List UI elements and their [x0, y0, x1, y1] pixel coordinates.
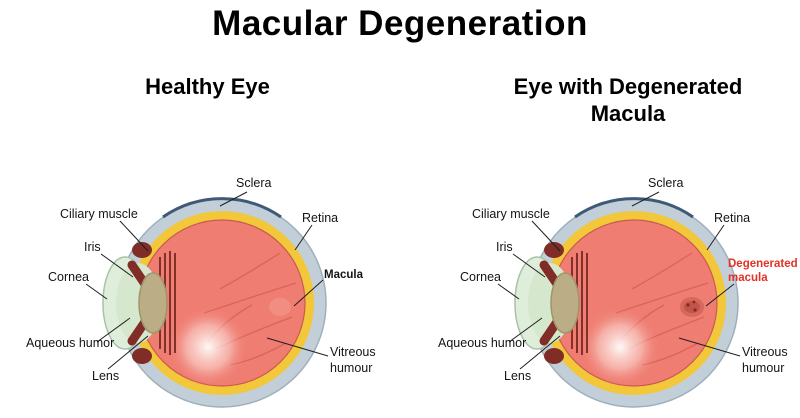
- degenerated-label-vitreous-humour: Vitreous humour: [742, 345, 788, 375]
- degenerated-pointer-lines: [497, 191, 741, 370]
- degenerated-label-lens: Lens: [504, 369, 532, 383]
- retina-line: [294, 224, 313, 251]
- healthy-label-retina: Retina: [302, 211, 339, 225]
- degenerated-eye-illustration: [515, 199, 738, 407]
- ciliary-muscle-line: [119, 220, 149, 252]
- healthy-pointer-lines: [85, 191, 329, 370]
- iris-line: [512, 253, 546, 278]
- sclera-line: [631, 191, 660, 207]
- healthy-label-iris: Iris: [84, 240, 101, 254]
- healthy-label-cornea: Cornea: [48, 270, 89, 284]
- degenerated-macula-line: [705, 283, 735, 307]
- degenerated-eye-heading: Eye with Degenerated Macula: [513, 74, 743, 126]
- degenerated-label-ciliary-muscle: Ciliary muscle: [472, 207, 550, 221]
- degenerated-label-macula: Degenerated macula: [728, 258, 798, 285]
- healthy-label-macula: Macula: [324, 269, 363, 281]
- page-title: Macular Degeneration: [212, 4, 588, 43]
- healthy-label-aqueous-humor: Aqueous humor: [26, 336, 115, 350]
- macula-line: [293, 279, 324, 307]
- aqueous-humor-line: [96, 317, 131, 343]
- degenerated-label-aqueous-humor: Aqueous humor: [438, 336, 527, 350]
- degenerated-label-cornea: Cornea: [460, 270, 501, 284]
- lens-line: [107, 335, 149, 370]
- healthy-label-ciliary-muscle: Ciliary muscle: [60, 207, 138, 221]
- vitreous-line: [678, 337, 741, 357]
- degenerated-label-sclera: Sclera: [648, 176, 684, 190]
- retina-line: [706, 224, 725, 251]
- degenerated-label-iris: Iris: [496, 240, 513, 254]
- healthy-label-sclera: Sclera: [236, 176, 272, 190]
- sclera-line: [219, 191, 248, 207]
- lens-line: [519, 335, 561, 370]
- aqueous-humor-line: [508, 317, 543, 343]
- cornea-line: [497, 283, 520, 300]
- iris-line: [100, 253, 134, 278]
- degenerated-label-retina: Retina: [714, 211, 751, 225]
- healthy-label-vitreous-humour: Vitreous humour: [330, 345, 376, 375]
- ciliary-muscle-line: [531, 220, 561, 252]
- cornea-line: [85, 283, 108, 300]
- healthy-label-lens: Lens: [92, 369, 120, 383]
- healthy-eye-heading: Healthy Eye: [145, 74, 270, 99]
- healthy-eye-illustration: [103, 199, 326, 407]
- degenerated-macula-spot: [680, 297, 704, 317]
- vitreous-line: [266, 337, 329, 357]
